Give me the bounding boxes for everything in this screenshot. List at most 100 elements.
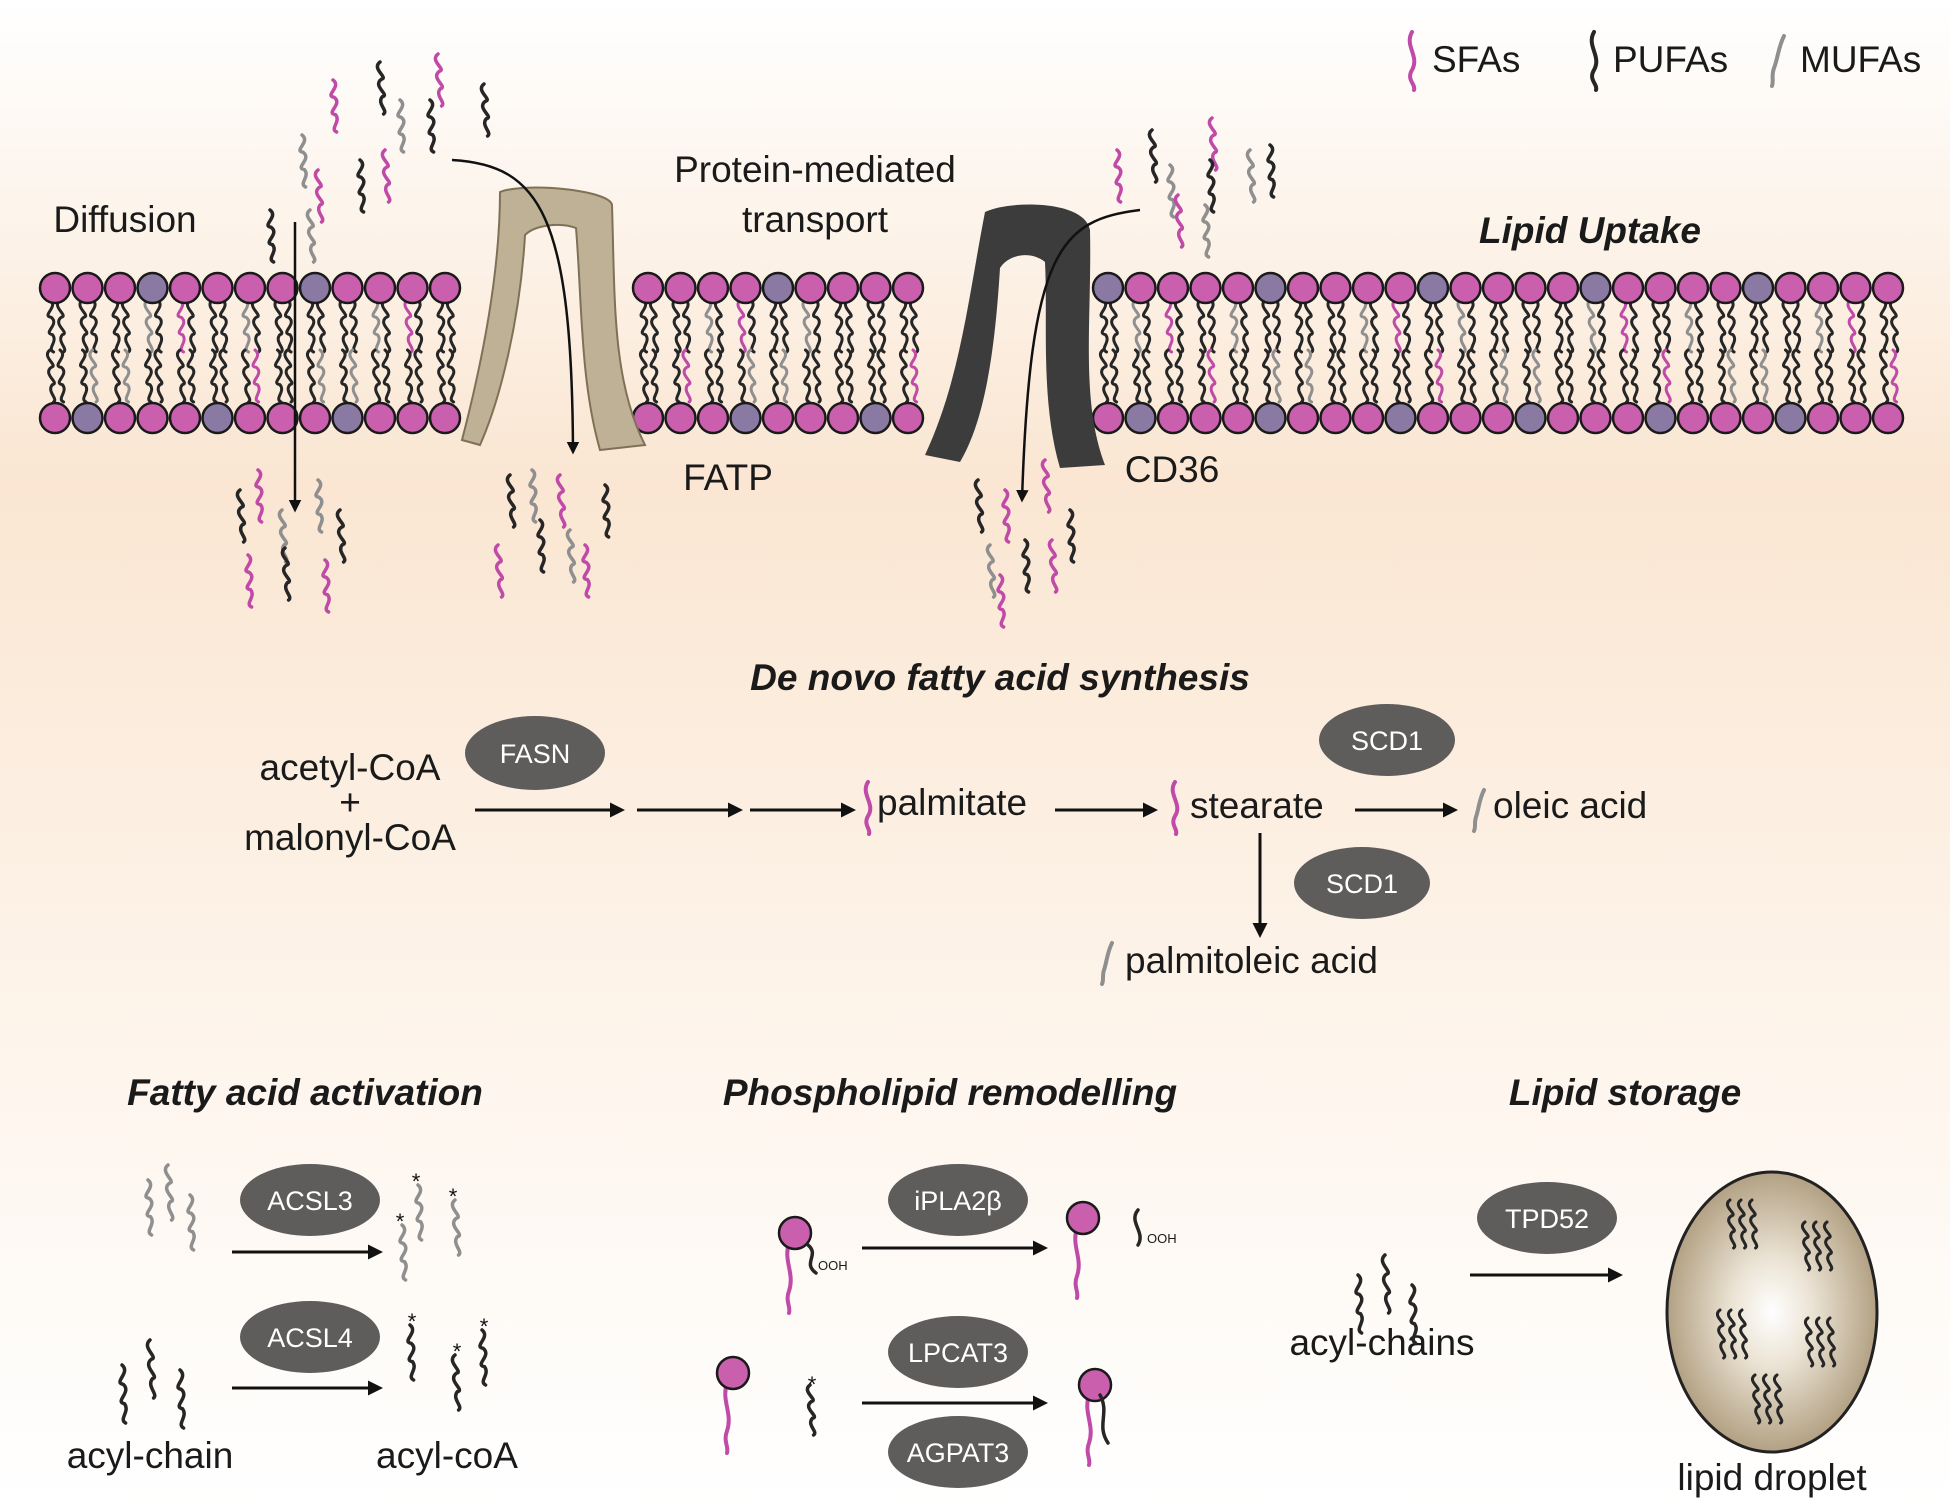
lipid-tail [1878, 348, 1890, 404]
phospholipid-head [1839, 401, 1872, 435]
phospholipid-head [794, 271, 827, 305]
phospholipid-head [1839, 271, 1872, 305]
lipid-tail [446, 348, 456, 404]
phospholipid-head [1741, 271, 1775, 305]
lipid-tail [55, 298, 67, 354]
lipid-tail [876, 348, 887, 404]
lipid-tail [1553, 348, 1565, 404]
lipid-tail [1424, 298, 1434, 354]
lipid-tail [1336, 298, 1347, 354]
stearate-label: stearate [1190, 785, 1324, 826]
phospholipid-head [1644, 401, 1677, 435]
lipid-tail [380, 298, 392, 354]
phospholipid-head [1579, 271, 1612, 305]
fatp-label: FATP [683, 457, 773, 498]
storage-title: Lipid storage [1509, 1072, 1741, 1113]
phospholipid-head [761, 401, 795, 435]
lipid-tail [403, 348, 414, 404]
lipid-tail [1434, 348, 1444, 404]
lipid-tail [843, 298, 855, 354]
lipid-tail [1586, 298, 1597, 354]
lipid-tail [1271, 298, 1282, 354]
activated-pufa-chain [478, 1328, 488, 1387]
pufa-legend-icon [1589, 30, 1599, 92]
phospholipid-head [1871, 271, 1905, 305]
acsl3-label: ACSL3 [267, 1186, 353, 1216]
stored-lipid-chain [1814, 1316, 1826, 1368]
remodelled-phospholipid-tail [1085, 1393, 1093, 1467]
phospholipid-head [1319, 271, 1352, 305]
phospholipid-head [71, 401, 104, 435]
lipid-tail [120, 298, 132, 354]
activation-title: Fatty acid activation [127, 1072, 483, 1113]
lipid-tail [714, 348, 724, 404]
lipid-tail [1856, 298, 1867, 354]
phospholipid-head [1871, 401, 1905, 435]
lipid-tail [218, 348, 229, 404]
lipid-tail [1563, 298, 1575, 354]
mufa-chain [144, 1178, 154, 1237]
lipid-tail [834, 298, 844, 354]
coa-asterisk: * [808, 1372, 817, 1397]
lipid-tail [1239, 348, 1249, 404]
activated-mufa-chain [414, 1183, 424, 1242]
lipid-tail [736, 298, 747, 354]
phospholipid-head [1156, 401, 1190, 435]
lipid-tail [143, 348, 154, 404]
lipid-tail [1261, 348, 1272, 404]
lipid-tail [1433, 298, 1445, 354]
acyl-chain [1408, 1283, 1418, 1345]
lipid-tail [175, 348, 187, 404]
lipid-tail [1651, 348, 1662, 404]
lipid-tail [1749, 298, 1759, 354]
fatty-acid-chain [996, 573, 1006, 629]
lipid-tail [315, 298, 327, 354]
phospholipid-head [1514, 401, 1547, 435]
lipid-tail [1814, 298, 1824, 354]
lipid-tail [1554, 298, 1564, 354]
lipid-tail [1358, 348, 1370, 404]
lipid-tail [1456, 298, 1467, 354]
phospholipid-head [1351, 401, 1385, 435]
phospholipid-head [1546, 271, 1580, 305]
fatty-acid-chain [314, 478, 324, 534]
malonyl-coa-label: malonyl-CoA [244, 817, 456, 858]
lpcat3-enzyme [888, 1316, 1028, 1388]
ooh-label-after: OOH [1147, 1231, 1177, 1246]
cd36-label: CD36 [1125, 449, 1220, 490]
lipid-tail [876, 298, 887, 354]
released-ooh-chain [1133, 1208, 1142, 1247]
lipid-tail [1164, 298, 1174, 354]
fasn-label: FASN [500, 739, 571, 769]
lipid-tail [176, 298, 186, 354]
ooh-chain [806, 1243, 818, 1275]
fatty-acid-chain [973, 478, 985, 534]
lipid-tail [1391, 348, 1402, 404]
lipid-tail [338, 348, 349, 404]
mufa-legend-label: MUFAs [1800, 39, 1921, 80]
phospholipid-head [1644, 271, 1677, 305]
phospholipid-head [136, 271, 169, 305]
lipid-tail [110, 348, 122, 404]
phospholipid-head [1481, 271, 1515, 305]
fatty-acid-chain [555, 473, 567, 529]
lipid-tail [736, 348, 747, 404]
lysophospholipid-substrate-tail [723, 1381, 731, 1455]
lipid-tail [1326, 298, 1337, 354]
lipid-tail [436, 298, 446, 354]
lipid-tail [1423, 348, 1435, 404]
phospholipid-head [1806, 401, 1840, 435]
acetyl-coa-label: acetyl-CoA [260, 747, 441, 788]
lipid-tail [671, 348, 682, 404]
lipid-tail [1359, 298, 1369, 354]
lipid-tail [1498, 298, 1510, 354]
lipid-tail [1368, 298, 1380, 354]
fatty-acid-chain [1021, 538, 1031, 594]
fasn-enzyme [465, 716, 605, 790]
lipid-tail [445, 298, 457, 354]
lipid-tail [185, 298, 197, 354]
lipid-tail [370, 348, 382, 404]
fatty-acid-chain [493, 543, 505, 599]
coa-asterisk: * [449, 1184, 458, 1209]
phospholipid-head [1416, 401, 1450, 435]
